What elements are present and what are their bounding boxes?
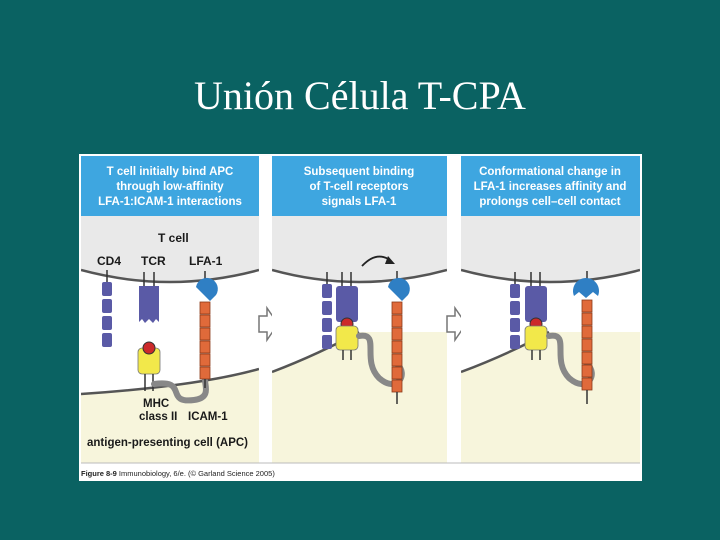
- t-cell-membrane: [272, 268, 447, 284]
- t-cell-body: [272, 216, 447, 282]
- tcr-molecule: [336, 272, 358, 322]
- panel-3-header: [461, 156, 640, 216]
- apc-body: [461, 332, 640, 463]
- panel-1-header: [81, 156, 259, 216]
- panel-1: T cell initially bind APC through low-af…: [81, 156, 259, 463]
- mhc-label-line-1: MHC: [143, 398, 169, 410]
- panel-2-header-line-3: signals LFA-1: [322, 196, 397, 208]
- apc-membrane: [81, 367, 259, 396]
- slide-title: Unión Célula T-CPA: [194, 73, 526, 118]
- cd4-molecule: [510, 272, 520, 349]
- panel-3-header-line-3: prolongs cell–cell contact: [479, 196, 620, 208]
- t-cell-membrane: [461, 268, 640, 284]
- mhc-class-ii-molecule: [335, 317, 359, 360]
- lfa1-molecule: [196, 271, 218, 301]
- apc-body: [272, 332, 447, 463]
- caption-figure-number: Figure 8-9: [81, 469, 117, 478]
- figure: T cell initially bind APC through low-af…: [79, 154, 642, 481]
- lfa1-molecule: [573, 271, 599, 298]
- mhc-label-line-2: class II: [139, 411, 177, 423]
- lfa1-molecule: [388, 271, 410, 301]
- panel-2-header: [272, 156, 447, 216]
- icam1-label: ICAM-1: [188, 411, 228, 423]
- panel-2-header-line-2: of T-cell receptors: [309, 181, 408, 193]
- figure-canvas: T cell initially bind APC through low-af…: [81, 156, 640, 478]
- t-cell-membrane: [81, 268, 259, 284]
- apc-label: antigen-presenting cell (APC): [87, 437, 248, 449]
- caption-source: Immunobiology, 6/e. (© Garland Science 2…: [117, 469, 275, 478]
- mhc-class-ii-molecule: [137, 341, 161, 391]
- apc-body: [81, 369, 259, 463]
- t-cell-label: T cell: [158, 231, 189, 245]
- icam1-molecule: [546, 299, 595, 404]
- panel-1-header-line-3: LFA-1:ICAM-1 interactions: [98, 196, 242, 208]
- cd4-label: CD4: [97, 254, 121, 268]
- panel-3: Conformational change in LFA-1 increases…: [461, 156, 640, 463]
- panel-2-header-line-1: Subsequent binding: [304, 166, 415, 178]
- tcr-molecule: [525, 272, 547, 322]
- icam1-molecule: [151, 301, 211, 404]
- step-arrow-2: [446, 305, 467, 343]
- panel-2: Subsequent binding of T-cell receptors s…: [272, 156, 447, 463]
- t-cell-body: [81, 216, 259, 282]
- cd4-molecule: [322, 272, 332, 349]
- panel-3-header-line-2: LFA-1 increases affinity and: [474, 181, 627, 193]
- panel-1-header-line-1: T cell initially bind APC: [107, 166, 234, 178]
- panel-1-header-line-2: through low-affinity: [116, 181, 224, 193]
- panel-3-header-line-1: Conformational change in: [479, 166, 621, 178]
- tcr-molecule: [139, 272, 159, 323]
- figure-caption: Figure 8-9 Immunobiology, 6/e. (© Garlan…: [81, 469, 275, 478]
- lfa1-label: LFA-1: [189, 254, 223, 268]
- cd4-molecule: [102, 270, 112, 347]
- tcr-label: TCR: [141, 254, 166, 268]
- signal-arrowhead: [385, 256, 395, 264]
- icam1-molecule: [356, 301, 405, 404]
- t-cell-body: [461, 216, 640, 282]
